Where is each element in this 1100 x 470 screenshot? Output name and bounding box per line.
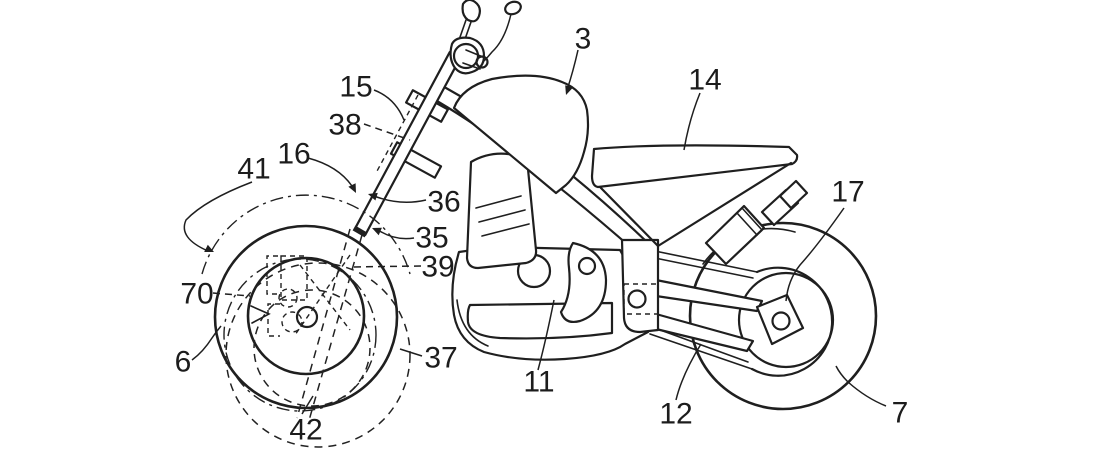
- shock-body: [704, 204, 766, 266]
- ref-label-7: 7: [892, 397, 909, 430]
- engine-bottom-plate: [466, 301, 614, 340]
- engine-mount-plate: [559, 241, 608, 324]
- ref-label-17: 17: [831, 176, 864, 209]
- ref-label-41: 41: [237, 153, 270, 186]
- brake-lever: [461, 0, 481, 23]
- leader-37: [399, 348, 423, 357]
- ref-label-36: 36: [427, 186, 460, 219]
- ref-label-11: 11: [523, 366, 554, 399]
- bar-end-leader-line: [483, 13, 512, 62]
- grip-end-circle: [475, 55, 489, 69]
- phantom-rim-lower: [253, 289, 371, 407]
- leader-17: [785, 207, 845, 302]
- ref-label-37: 37: [424, 342, 457, 375]
- leader-7: [835, 365, 887, 407]
- swingarm: [654, 278, 805, 353]
- pivot-bracket: [620, 238, 660, 334]
- radiator-shroud: [465, 152, 538, 270]
- fuel-tank: [452, 74, 590, 195]
- tail-subframe: [598, 161, 793, 248]
- rear-axle-plate: [755, 293, 805, 346]
- caliper-hidden-outline: [280, 255, 308, 301]
- leader-42: [301, 395, 314, 415]
- handlebar-assembly: [449, 0, 522, 75]
- ref-label-35: 35: [415, 222, 448, 255]
- phantom-fork-leg-a: [296, 228, 351, 419]
- mount-bolt-circle: [577, 256, 597, 276]
- leader-12: [675, 343, 702, 401]
- leader-14: [683, 92, 701, 151]
- ref-label-38: 38: [328, 109, 361, 142]
- leader-70: [212, 292, 251, 297]
- ref-label-14: 14: [688, 64, 721, 97]
- leader-6: [191, 325, 222, 361]
- phantom-fork-leg-b: [307, 234, 363, 425]
- ref-label-39: 39: [421, 251, 454, 284]
- ref-label-70: 70: [180, 278, 213, 311]
- rear-axle-circle: [771, 311, 791, 331]
- leader-41: [183, 181, 253, 252]
- fork-slider-band: [352, 225, 368, 238]
- leader-35: [377, 229, 415, 240]
- ref-label-6: 6: [175, 346, 192, 379]
- steering-stem-ring: [452, 42, 480, 70]
- front-axle-circle: [295, 305, 319, 329]
- leader-38: [363, 123, 411, 141]
- phantom-fender-arc: [201, 194, 411, 275]
- front-wheel-phantom-positions: [201, 194, 411, 448]
- front-fork: [352, 51, 462, 238]
- front-brake-caliper-hidden: [250, 255, 308, 337]
- front-wheel: [213, 224, 399, 410]
- arrowhead-35: [372, 227, 382, 236]
- rear-wheel: [688, 221, 878, 411]
- leader-11: [537, 299, 555, 371]
- pivot-hidden-outline: [623, 283, 659, 315]
- fork-inner-tube-hidden: [375, 94, 419, 174]
- leader-15: [373, 89, 405, 121]
- seat: [590, 144, 799, 189]
- arrowhead-41: [204, 244, 214, 252]
- leader-16: [307, 157, 353, 187]
- arrowhead-36: [368, 192, 378, 201]
- radiator: [465, 152, 538, 270]
- leader-36: [373, 195, 427, 203]
- leader-39: [349, 265, 422, 268]
- front-tire-circle: [213, 224, 399, 410]
- ref-label-3: 3: [575, 23, 592, 56]
- engine-inner-wall: [456, 299, 489, 347]
- rear-tire-circle: [688, 221, 878, 411]
- front-rim-circle: [246, 256, 366, 376]
- bar-end-cap: [504, 0, 522, 16]
- ref-label-15: 15: [339, 71, 372, 104]
- ref-label-16: 16: [277, 138, 310, 171]
- arrowhead-16: [348, 183, 356, 193]
- caliper-pointer-arrow: [250, 305, 271, 324]
- phantom-mid-circle: [223, 258, 377, 412]
- ref-label-12: 12: [659, 398, 692, 431]
- shock-end-block: [778, 179, 809, 210]
- arrowhead-3: [565, 85, 573, 95]
- leader-3: [566, 49, 579, 91]
- rear-shock: [704, 179, 809, 266]
- phantom-tire-lower: [225, 262, 411, 448]
- leader-lines: [183, 49, 887, 415]
- ref-label-42: 42: [289, 414, 322, 447]
- drive-belt-arc: [750, 266, 834, 377]
- pivot-bolt-circle: [627, 289, 647, 309]
